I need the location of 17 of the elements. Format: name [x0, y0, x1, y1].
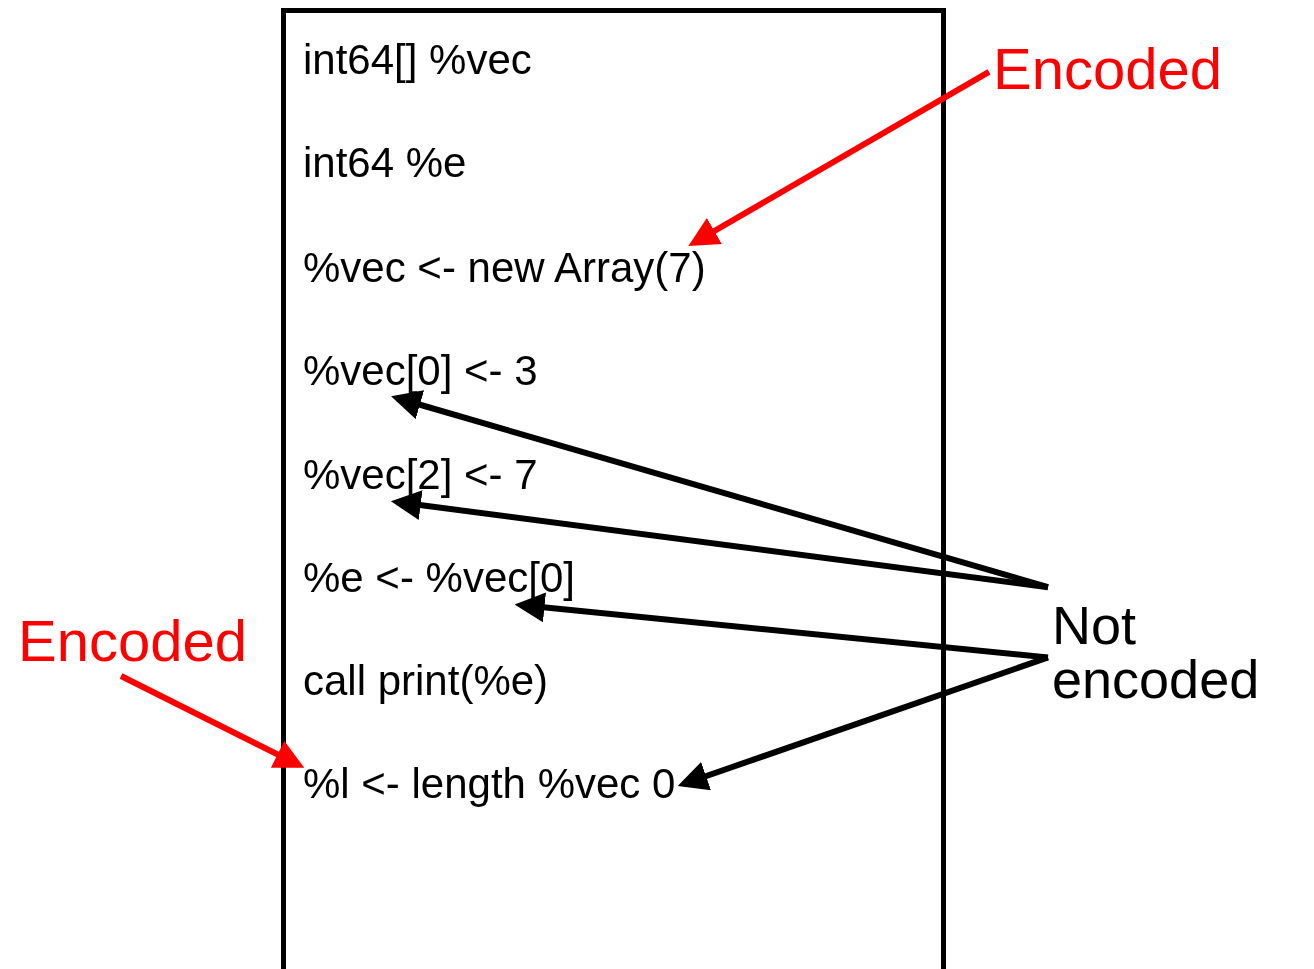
code-line: int64[] %vec — [303, 39, 532, 81]
code-line: %l <- length %vec 0 — [303, 763, 676, 805]
code-line: call print(%e) — [303, 660, 549, 702]
code-listing-box — [281, 8, 946, 969]
code-line: %vec <- new Array(7) — [303, 247, 706, 289]
annotation-label: Not encoded — [1052, 598, 1314, 706]
annotation-label: Encoded — [993, 40, 1222, 98]
arrow — [390, 490, 1049, 591]
code-line: %vec[2] <- 7 — [303, 454, 538, 496]
code-line: %vec[0] <- 3 — [303, 350, 538, 392]
annotation-label: Encoded — [18, 612, 247, 670]
arrow — [119, 673, 305, 768]
arrow — [514, 592, 1049, 661]
code-line: %e <- %vec[0] — [303, 557, 575, 599]
code-line: int64 %e — [303, 142, 467, 184]
arrow — [677, 654, 1049, 791]
arrow — [688, 69, 991, 246]
